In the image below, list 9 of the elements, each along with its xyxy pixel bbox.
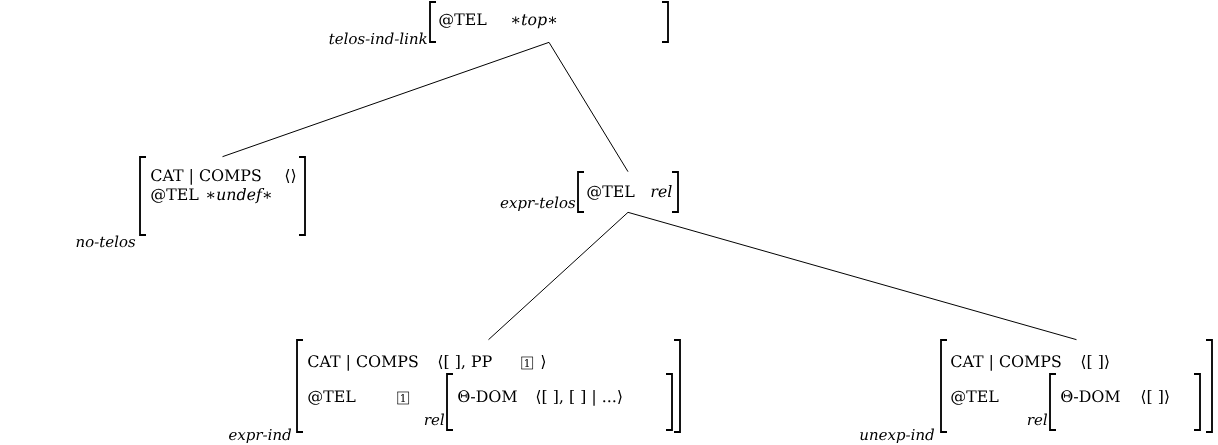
tree-branch: [222, 41, 550, 158]
feature-structure: rel Θ-DOM ⟨[ ]⟩: [1027, 373, 1201, 431]
feature-structure: no-telos CAT | COMPS ⟨⟩ @TEL ∗undef∗: [76, 156, 306, 248]
feature-structure: expr-telos @TEL rel: [500, 171, 679, 213]
tree-branch: [627, 211, 1077, 341]
tree-branch: [488, 211, 629, 341]
tree-branch: [548, 41, 629, 173]
feature-structure: rel Θ-DOM ⟨[ ], [ ] | ...⟩: [424, 373, 673, 431]
feature-structure: telos-ind-link @TEL ∗top∗: [329, 1, 669, 45]
